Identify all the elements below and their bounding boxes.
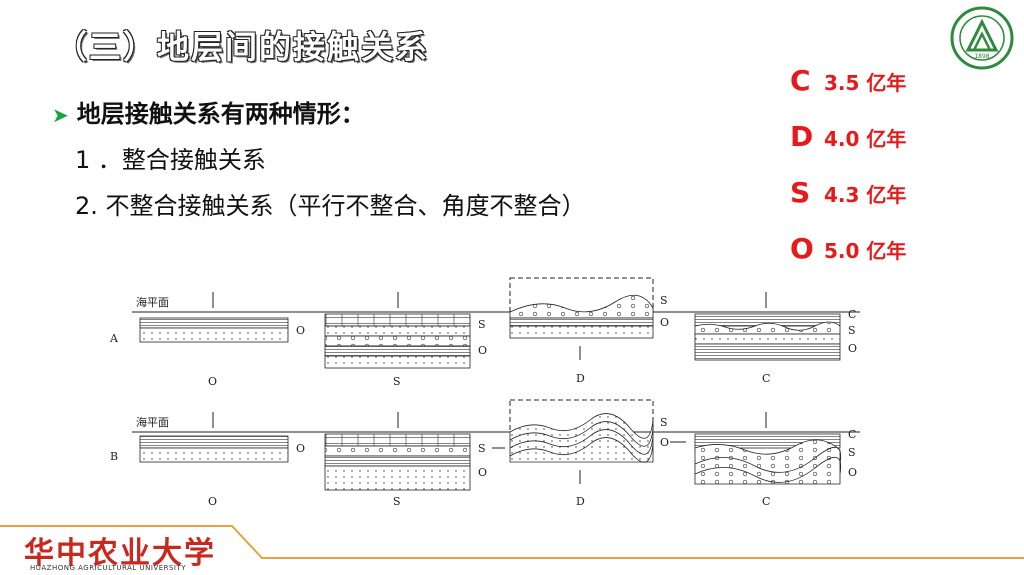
age-item-s: S 4.3 亿年 [790, 176, 990, 232]
panel-caption-s: S [393, 375, 401, 388]
panel-a-o: O O [139, 292, 305, 388]
age-value: 4.3 亿年 [824, 183, 907, 207]
layer-label-o: O [478, 466, 487, 479]
age-value: 5.0 亿年 [824, 239, 907, 263]
layer-label-o: O [848, 342, 857, 355]
layer-label-s: S [478, 318, 486, 331]
panel-caption-d: D [576, 372, 585, 385]
university-name-logo: 华中农业大学 [24, 536, 216, 571]
layer-label-o: O [660, 436, 669, 449]
layer-label-s: S [478, 442, 486, 455]
layer-label-o: O [848, 466, 857, 479]
age-item-c: C 3.5 亿年 [790, 64, 990, 120]
layer-label-c: C [848, 308, 856, 321]
bullet-text: 地层接触关系有两种情形： [76, 100, 365, 128]
layer-label-s: S [660, 294, 668, 307]
panel-caption-d: D [576, 495, 585, 508]
layer-label-s: S [660, 416, 668, 429]
sea-level-label: 海平面 [136, 415, 169, 429]
panel-caption-s: S [393, 495, 401, 508]
university-seal-logo: 1898 [950, 6, 1014, 70]
age-value: 4.0 亿年 [824, 127, 907, 151]
age-letter: D [790, 120, 814, 153]
layer-label-o: O [478, 344, 487, 357]
age-letter: S [790, 176, 811, 209]
panel-b-d: S O D [509, 399, 669, 508]
slide-title: （三）地层间的接触关系 [55, 28, 430, 66]
panel-a-c: C S O C [694, 292, 857, 385]
age-letter: O [790, 232, 814, 265]
age-item-o: O 5.0 亿年 [790, 232, 990, 288]
age-value: 3.5 亿年 [824, 71, 907, 95]
panel-b-s: S O S [324, 412, 505, 508]
panel-caption-o: O [208, 375, 217, 388]
layer-label-o: O [296, 442, 305, 455]
age-item-d: D 4.0 亿年 [790, 120, 990, 176]
seal-year: 1898 [974, 53, 989, 60]
age-list: C 3.5 亿年 D 4.0 亿年 S 4.3 亿年 O 5.0 亿年 [790, 64, 990, 288]
panel-caption-c: C [762, 372, 770, 385]
row-label-b: B [110, 450, 118, 463]
layer-label-o: O [660, 316, 669, 329]
layer-label-c: C [848, 428, 856, 441]
panel-b-o: O O [139, 412, 305, 508]
item-conformable: 1 ．整合接触关系 [75, 146, 266, 174]
panel-caption-c: C [762, 495, 770, 508]
sea-level-label: 海平面 [136, 295, 169, 309]
layer-label-s: S [848, 324, 856, 337]
bullet-line: ➤ 地层接触关系有两种情形： [52, 94, 365, 129]
item-unconformable: 2. 不整合接触关系（平行不整合、角度不整合） [75, 192, 586, 220]
panel-caption-o: O [208, 495, 217, 508]
layer-label-o: O [296, 324, 305, 337]
row-label-a: A [110, 332, 119, 345]
panel-a-d: S O D [509, 277, 669, 385]
panel-b-c: C S O C [670, 412, 857, 508]
age-letter: C [790, 64, 811, 97]
layer-label-s: S [848, 446, 856, 459]
panel-a-s: S O S [324, 292, 487, 388]
stratigraphy-diagram: 海平面 A O O S O S [110, 277, 860, 508]
arrow-bullet-icon: ➤ [52, 103, 69, 127]
university-name-en: HUAZHONG AGRICULTURAL UNIVERSITY [30, 564, 187, 572]
